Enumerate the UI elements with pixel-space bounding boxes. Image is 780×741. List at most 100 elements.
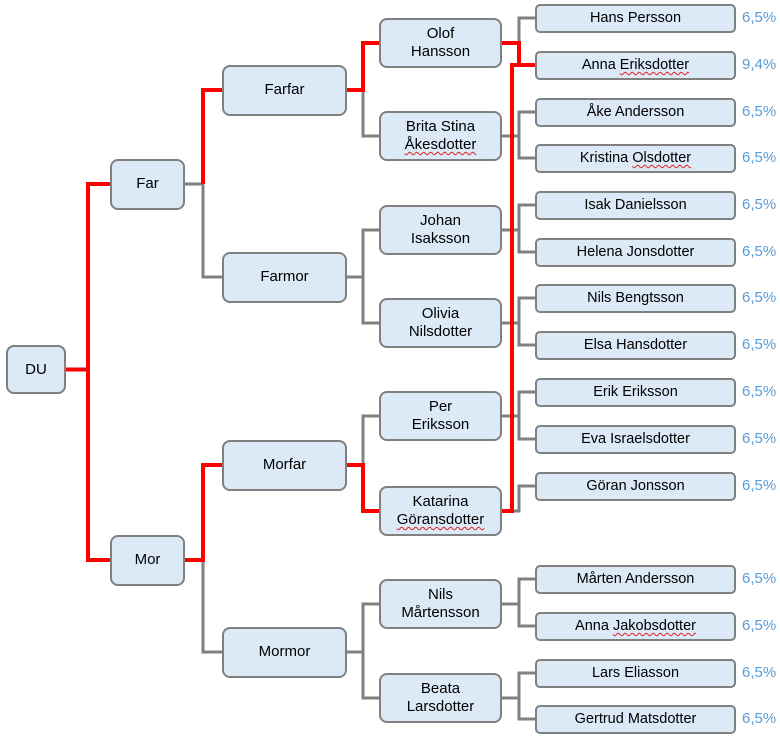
last-name: Nilsdotter (408, 323, 473, 340)
connector-line (502, 296, 535, 325)
first-name: Per (428, 398, 453, 415)
highlight-line (347, 463, 379, 513)
ancestry-percent-label: 6,5% (742, 383, 777, 400)
connector-line (502, 228, 535, 254)
person-name: Gertrud Matsdotter (574, 711, 697, 727)
person-name: Mormor (258, 643, 311, 660)
first-name: Katarina (412, 493, 469, 510)
person-name: Nils Bengtsson (587, 290, 684, 306)
highlight-line (502, 41, 535, 67)
ancestry-percent-label: 6,5% (742, 710, 777, 727)
ancestry-percent-label: 6,5% (742, 196, 777, 213)
person-box-great-great-grandparent[interactable]: Mårten Andersson (535, 564, 736, 594)
spellcheck-word: Eriksdotter (619, 57, 690, 73)
person-name: Lars Eliasson (591, 665, 680, 681)
person-name: Mårten Andersson (576, 571, 695, 587)
first-name: Johan (420, 212, 461, 229)
last-name: Åkesdotter (404, 136, 477, 153)
person-box-mormor[interactable]: Mormor (222, 626, 347, 678)
ancestry-percent-label: 6,5% (742, 243, 777, 260)
ancestry-percent-label: 6,5% (742, 149, 777, 166)
person-name: Kristina Olsdotter (579, 150, 692, 166)
last-name: Hansson (410, 43, 471, 60)
first-name: Brita Stina (405, 118, 476, 135)
spellcheck-word: Jakobsdotter (612, 618, 696, 634)
person-box-great-great-grandparent[interactable]: Erik Eriksson (535, 377, 736, 407)
connector-line (502, 203, 535, 232)
person-box-morfar[interactable]: Morfar (222, 439, 347, 491)
person-box-great-great-grandparent[interactable]: Hans Persson (535, 3, 736, 33)
connector-line (347, 650, 379, 700)
person-box-far[interactable]: Far (110, 158, 185, 210)
spellcheck-word: Olsdotter (632, 150, 692, 166)
connector-line (502, 414, 535, 441)
person-box-great-great-grandparent[interactable]: Helena Jonsdotter (535, 237, 736, 267)
person-box-great-great-grandparent[interactable]: Elsa Hansdotter (535, 330, 736, 360)
ancestry-percent-label: 6,5% (742, 617, 777, 634)
person-box-great-great-grandparent[interactable]: Kristina Olsdotter (535, 143, 736, 173)
highlight-line (347, 41, 379, 92)
person-name: Morfar (262, 456, 307, 473)
connector-line (502, 484, 535, 513)
ancestry-percent-label: 6,5% (742, 477, 777, 494)
person-name: Mor (134, 551, 161, 568)
person-box-great-great-grandparent[interactable]: Anna Jakobsdotter (535, 611, 736, 641)
ancestry-percent-label: 6,5% (742, 664, 777, 681)
person-box-mor[interactable]: Mor (110, 534, 185, 586)
person-name: Erik Eriksson (593, 384, 678, 400)
last-name: Eriksson (411, 416, 470, 433)
person-name: Hans Persson (589, 10, 682, 26)
person-box-great-great-grandparent[interactable]: Anna Eriksdotter (535, 50, 736, 80)
connector-line (347, 88, 379, 138)
connector-line (502, 671, 535, 700)
last-name: Göransdotter (396, 511, 485, 528)
last-name: Larsdotter (406, 698, 475, 715)
person-name: DU (25, 360, 47, 378)
person-box-great-great-grandparent[interactable]: Göran Jonsson (535, 471, 736, 501)
person-box-farmor[interactable]: Farmor (222, 251, 347, 303)
person-box-great-great-grandparent[interactable]: Lars Eliasson (535, 658, 736, 688)
connector-line (185, 558, 222, 654)
person-box-great-great-grandparent[interactable]: Isak Danielsson (535, 190, 736, 220)
ancestry-percent-label: 6,5% (742, 336, 777, 353)
person-box-great-great-grandparent[interactable]: Nils Bengtsson (535, 283, 736, 313)
ancestry-percent-label: 6,5% (742, 430, 777, 447)
person-name: Isak Danielsson (584, 197, 687, 213)
person-box-great-great-grandparent[interactable]: Gertrud Matsdotter (535, 704, 736, 734)
person-name: Göran Jonsson (586, 478, 685, 494)
connector-line (502, 16, 535, 45)
person-box-farfar[interactable]: Farfar (222, 64, 347, 116)
person-name: Farfar (264, 81, 305, 98)
first-name: Beata (420, 680, 461, 697)
connector-line (347, 602, 379, 654)
connector-line (502, 390, 535, 418)
person-name: Far (136, 175, 159, 192)
highlight-line (502, 63, 519, 513)
person-box-great-great-grandparent[interactable]: Eva Israelsdotter (535, 424, 736, 454)
person-name: Åke Andersson (586, 104, 685, 120)
person-name: Anna Eriksdotter (581, 57, 690, 73)
person-box-du[interactable]: DU (6, 345, 66, 394)
connector-line (502, 110, 535, 138)
connector-line (347, 228, 379, 279)
connector-line (502, 602, 535, 628)
last-name: Mårtensson (401, 604, 480, 621)
connector-line (502, 321, 535, 347)
person-name: Farmor (260, 268, 309, 285)
person-box-great-great-grandparent[interactable]: Åke Andersson (535, 97, 736, 127)
